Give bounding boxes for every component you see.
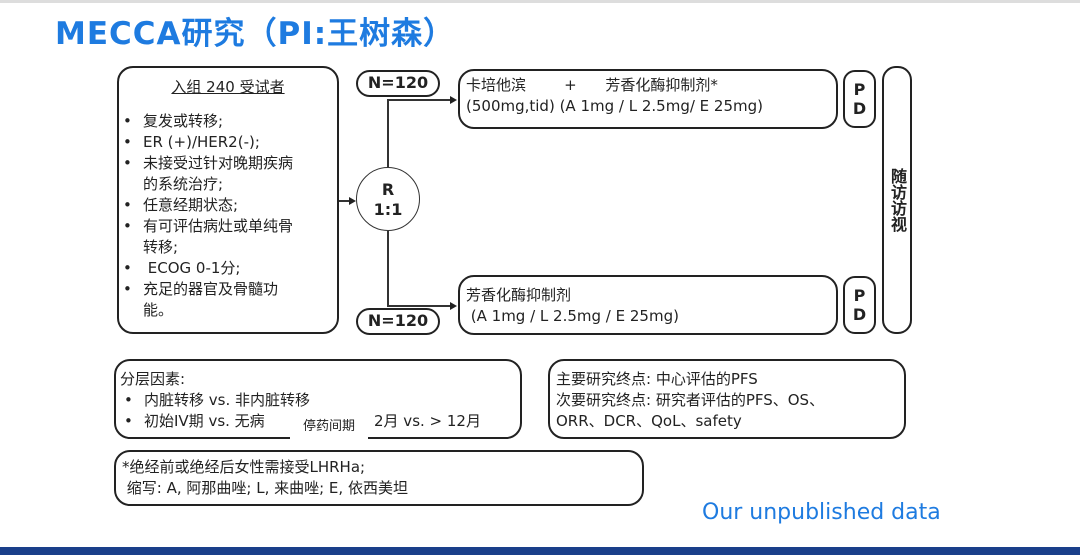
randomization-circle: R 1:1 <box>356 167 420 231</box>
arrow-icon <box>349 197 356 205</box>
arm2-dose: (A 1mg / L 2.5mg / E 25mg) <box>466 307 679 325</box>
secondary-endpoint-cont: ORR、DCR、QoL、safety <box>556 412 742 430</box>
arrow-icon <box>450 96 457 104</box>
criterion-item: 的系统治疗; <box>143 175 224 193</box>
randomization-ratio: 1:1 <box>373 200 403 219</box>
connector <box>387 231 389 306</box>
criterion-item: 任意经期状态; <box>119 195 337 216</box>
strat-item-part1: 初始IV期 vs. 无病 <box>144 412 265 430</box>
enrollment-heading: 入组 240 受试者 <box>171 78 285 96</box>
criterion-item: 复发或转移; <box>119 111 337 132</box>
criterion-item: 未接受过针对晚期疾病 <box>119 153 337 174</box>
enrollment-box: 入组 240 受试者 复发或转移;ER (+)/HER2(-);未接受过针对晚期… <box>117 66 339 334</box>
arm1-dose: (500mg,tid) (A 1mg / L 2.5mg/ E 25mg) <box>466 97 763 115</box>
arm2-treatment: 芳香化酶抑制剂 <box>466 286 572 304</box>
randomization-label: R <box>381 180 395 199</box>
bottom-bar <box>0 547 1080 555</box>
criterion-item: 充足的器官及骨髓功 <box>119 279 337 300</box>
arm2-n-badge: N=120 <box>356 308 440 335</box>
note-abbreviations: 缩写: A, 阿那曲唑; L, 来曲唑; E, 依西美坦 <box>122 479 408 497</box>
strat-item-2: 初始IV期 vs. 无病 2月 vs. > 12月 <box>120 411 516 432</box>
connector <box>339 200 351 202</box>
top-border <box>0 0 1080 3</box>
slide-title: MECCA研究（PI:王树森） <box>55 16 456 52</box>
secondary-endpoint: 次要研究终点: 研究者评估的PFS、OS、 <box>556 391 825 409</box>
arm2-pd: PD <box>843 276 876 334</box>
criterion-item: ECOG 0-1分; <box>119 258 337 279</box>
arrow-icon <box>450 302 457 310</box>
endpoints-box: 主要研究终点: 中心评估的PFS 次要研究终点: 研究者评估的PFS、OS、 O… <box>548 359 906 439</box>
connector <box>387 305 450 307</box>
footer-note: Our unpublished data <box>702 500 941 525</box>
criterion-item: 能。 <box>143 301 174 319</box>
strat-item-part2: 2月 vs. > 12月 <box>374 412 481 430</box>
strat-item: 内脏转移 vs. 非内脏转移 <box>120 390 516 411</box>
arm1-treatment: 卡培他滨 + 芳香化酶抑制剂* <box>466 76 718 94</box>
notes-box: *绝经前或绝经后女性需接受LHRHa; 缩写: A, 阿那曲唑; L, 来曲唑;… <box>114 450 644 506</box>
criterion-item: ER (+)/HER2(-); <box>119 132 337 153</box>
arm2-box: 芳香化酶抑制剂 (A 1mg / L 2.5mg / E 25mg) <box>458 275 838 335</box>
criterion-item: 有可评估病灶或单纯骨 <box>119 216 337 237</box>
followup-box: 随访访视 <box>882 66 912 334</box>
primary-endpoint: 主要研究终点: 中心评估的PFS <box>556 370 758 388</box>
note-lhrha: *绝经前或绝经后女性需接受LHRHa; <box>122 458 366 476</box>
connector <box>387 99 450 101</box>
connector <box>387 99 389 167</box>
strat-overlay-label: 停药间期 <box>290 412 368 442</box>
arm1-pd: PD <box>843 70 876 128</box>
arm1-box: 卡培他滨 + 芳香化酶抑制剂* (500mg,tid) (A 1mg / L 2… <box>458 69 838 129</box>
strat-heading: 分层因素: <box>120 370 186 388</box>
criterion-item: 转移; <box>143 238 179 256</box>
arm1-n-badge: N=120 <box>356 70 440 97</box>
